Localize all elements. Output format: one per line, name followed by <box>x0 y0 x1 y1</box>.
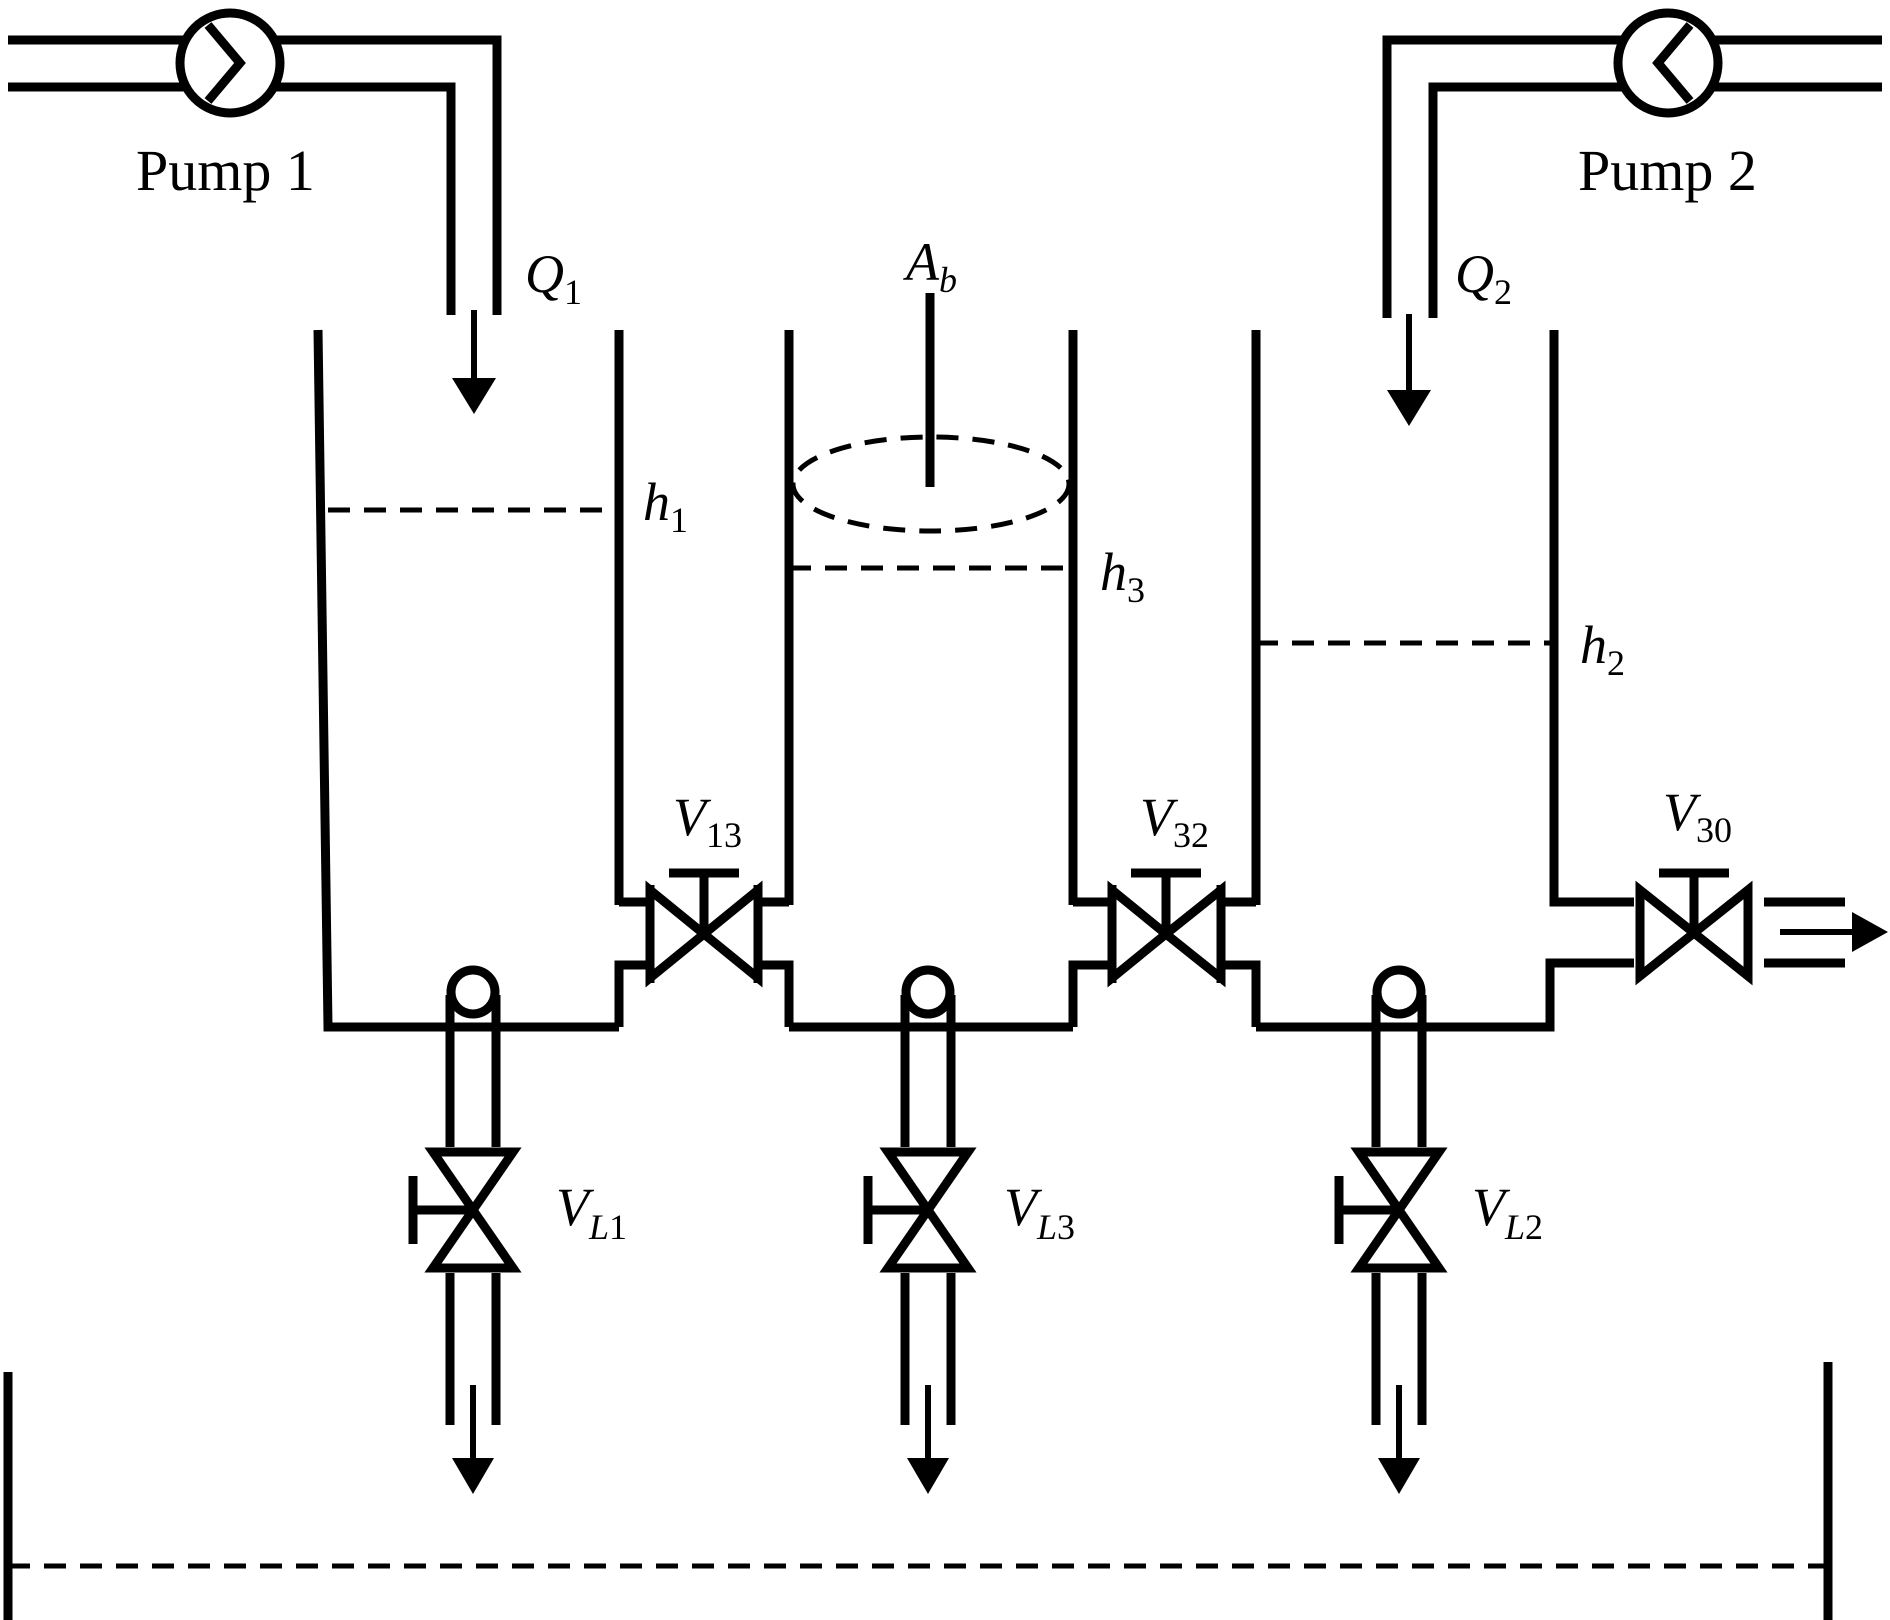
ab-label: Ab <box>903 232 957 300</box>
h3-label: h3 <box>1100 542 1145 610</box>
pump-1-pipe <box>8 35 502 315</box>
tank-3 <box>784 293 1078 905</box>
valve-v13 <box>614 868 794 1027</box>
h2-label: h2 <box>1580 615 1625 683</box>
tank-2 <box>1251 330 1634 1032</box>
vl3-label: VL3 <box>1004 1177 1075 1247</box>
pump-1-icon <box>175 8 285 118</box>
v30-label: V30 <box>1663 782 1732 850</box>
q1-arrow <box>452 310 496 414</box>
v32-label: V32 <box>1140 787 1209 855</box>
leak-valve-vl1 <box>408 965 522 1494</box>
pump-2-label: Pump 2 <box>1578 138 1757 203</box>
pump-1-label: Pump 1 <box>136 138 315 203</box>
q1-label: Q1 <box>525 244 582 312</box>
leak-valve-vl3 <box>863 965 977 1494</box>
vl2-label: VL2 <box>1472 1177 1543 1247</box>
vl1-label: VL1 <box>556 1177 627 1247</box>
pump-2-icon <box>1613 8 1723 118</box>
tank-1 <box>313 329 624 1032</box>
reservoir <box>3 1362 1833 1620</box>
leak-valve-vl2 <box>1334 965 1448 1494</box>
valve-v32 <box>1068 868 1261 1027</box>
valve-v30 <box>1635 868 1888 986</box>
q2-arrow <box>1387 314 1431 426</box>
v13-label: V13 <box>673 787 742 855</box>
h1-label: h1 <box>643 472 688 540</box>
q2-label: Q2 <box>1455 244 1512 312</box>
